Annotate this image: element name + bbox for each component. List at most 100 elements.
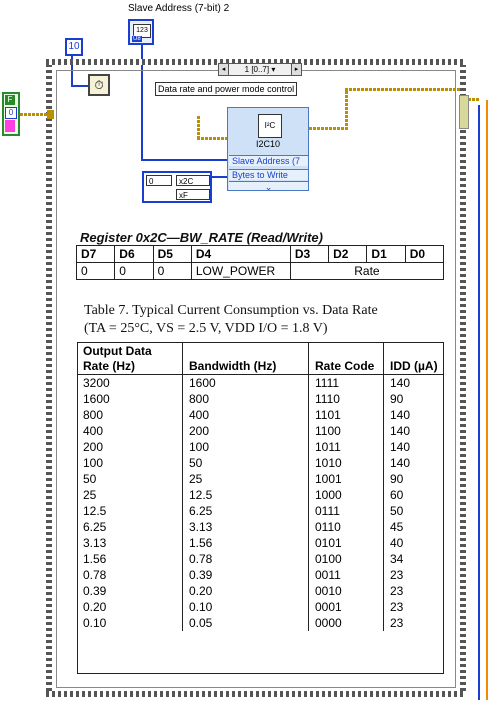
table-cell: 3.13	[182, 519, 309, 535]
bit-value: 0	[75, 262, 116, 280]
table-cell: 90	[383, 471, 444, 487]
bit-header: D6	[114, 245, 154, 263]
table-cell: 50	[383, 503, 444, 519]
slave-address-constant[interactable]: 123 U8	[128, 19, 154, 45]
wire-right-orange	[486, 100, 488, 700]
table-cell: 400	[182, 407, 309, 423]
table-cell: 1111	[308, 374, 384, 391]
table-cell: 12.5	[182, 487, 309, 503]
table-cell: 23	[383, 599, 444, 615]
table-cell: 1011	[308, 439, 384, 455]
table7-title-line2: (TA = 25°C, VS = 2.5 V, VDD I/O = 1.8 V)	[84, 321, 328, 336]
table-cell: 0.10	[83, 616, 107, 630]
table-cell: 3.13	[83, 536, 107, 550]
table-cell: 0001	[308, 599, 384, 615]
table-cell: 140	[383, 423, 444, 439]
array-element[interactable]: x2C	[176, 175, 210, 186]
table-cell: 1.56	[83, 552, 107, 566]
table-cell: 50	[83, 472, 97, 486]
wire-error-in	[20, 113, 50, 116]
table-cell: 0010	[308, 583, 384, 599]
bit-value: 0	[152, 262, 192, 280]
table-cell: 6.25	[83, 520, 107, 534]
error-source	[5, 120, 15, 132]
seq-frame-selector[interactable]: 1 [0..7] ▾	[228, 63, 292, 76]
bit-value: 0	[114, 262, 154, 280]
i2c-icon: I²C	[258, 114, 282, 138]
table-cell: 3200	[83, 376, 110, 390]
seq-frame-label: 1 [0..7]	[244, 65, 270, 74]
table-cell: 12.5	[83, 504, 107, 518]
table-cell: 100	[83, 456, 104, 470]
timer-icon[interactable]: ⏱	[88, 74, 110, 96]
chevron-down-icon: ▾	[271, 65, 276, 74]
current-consumption-table: Output Data Rate (Hz) Bandwidth (Hz) Rat…	[77, 342, 444, 631]
wire-cluster-to-i2c	[197, 137, 229, 140]
col-header: Rate Code	[308, 342, 384, 375]
table-cell: 1600	[83, 392, 110, 406]
array-index[interactable]: 0	[146, 175, 172, 186]
table-cell: 0.20	[182, 583, 309, 599]
table-cell: 1000	[308, 487, 384, 503]
table-cell: 200	[182, 423, 309, 439]
table-cell: 0111	[308, 503, 384, 519]
table-cell: 140	[383, 455, 444, 471]
array-element[interactable]: xF	[176, 189, 210, 200]
numeric-constant-10[interactable]: 10	[65, 38, 83, 56]
slave-address-label: Slave Address (7-bit) 2	[128, 3, 230, 14]
right-tunnel	[459, 95, 469, 129]
table-cell: 23	[383, 583, 444, 599]
i2c-slave-address-terminal[interactable]: Slave Address (7	[229, 155, 308, 166]
table-cell: 140	[383, 374, 444, 391]
bit-header: D4	[190, 245, 291, 263]
table-cell: 23	[383, 567, 444, 583]
table-cell: 6.25	[182, 503, 309, 519]
register-table: D7 D6 D5 D4 D3 D2 D1 D0 0 0 0 LOW_POWER …	[75, 245, 445, 280]
table-cell: 25	[83, 488, 97, 502]
table-cell: 25	[182, 471, 309, 487]
bytes-array-constant[interactable]: 0 x2C xF	[142, 171, 212, 203]
table-cell: 0101	[308, 535, 384, 551]
table-cell: 140	[383, 439, 444, 455]
table-cell: 100	[182, 439, 309, 455]
diagram-comment[interactable]: Data rate and power mode control	[155, 82, 298, 96]
table-cell: 0.78	[182, 551, 309, 567]
wire-i2c-out-h	[345, 88, 460, 91]
seq-next-button[interactable]: ▸	[291, 63, 302, 76]
i2c-bytes-to-write-terminal[interactable]: Bytes to Write	[229, 169, 308, 180]
wire-right-blue	[478, 105, 480, 700]
table-cell: 200	[83, 440, 104, 454]
i2c-node-name: I2C10	[255, 139, 281, 149]
bit-value: LOW_POWER	[190, 262, 291, 280]
table-cell: 0100	[308, 551, 384, 567]
table-cell: 1101	[308, 407, 384, 423]
col-header: Output Data Rate (Hz)	[77, 342, 183, 375]
error-cluster-control[interactable]: F 0	[2, 92, 20, 136]
wire-right-out	[460, 98, 480, 101]
table-cell: 45	[383, 519, 444, 535]
bit-header: D3	[289, 245, 330, 263]
table-cell: 40	[383, 535, 444, 551]
bit-header: D7	[75, 245, 116, 263]
bool-status: F	[5, 95, 15, 105]
register-title: Register 0x2C—BW_RATE (Read/Write)	[80, 230, 323, 245]
table7-title-line1: Table 7. Typical Current Consumption vs.…	[84, 303, 378, 318]
table-cell: 1110	[308, 391, 384, 407]
i2c-write-node[interactable]: I²C I2C10 Slave Address (7 Bytes to Writ…	[227, 107, 309, 191]
table-cell: 23	[383, 615, 444, 631]
bit-header: D5	[152, 245, 192, 263]
table-cell: 0.78	[83, 568, 107, 582]
wire-i2c-out	[309, 127, 347, 130]
chevron-down-icon[interactable]: ⌄	[229, 181, 308, 190]
